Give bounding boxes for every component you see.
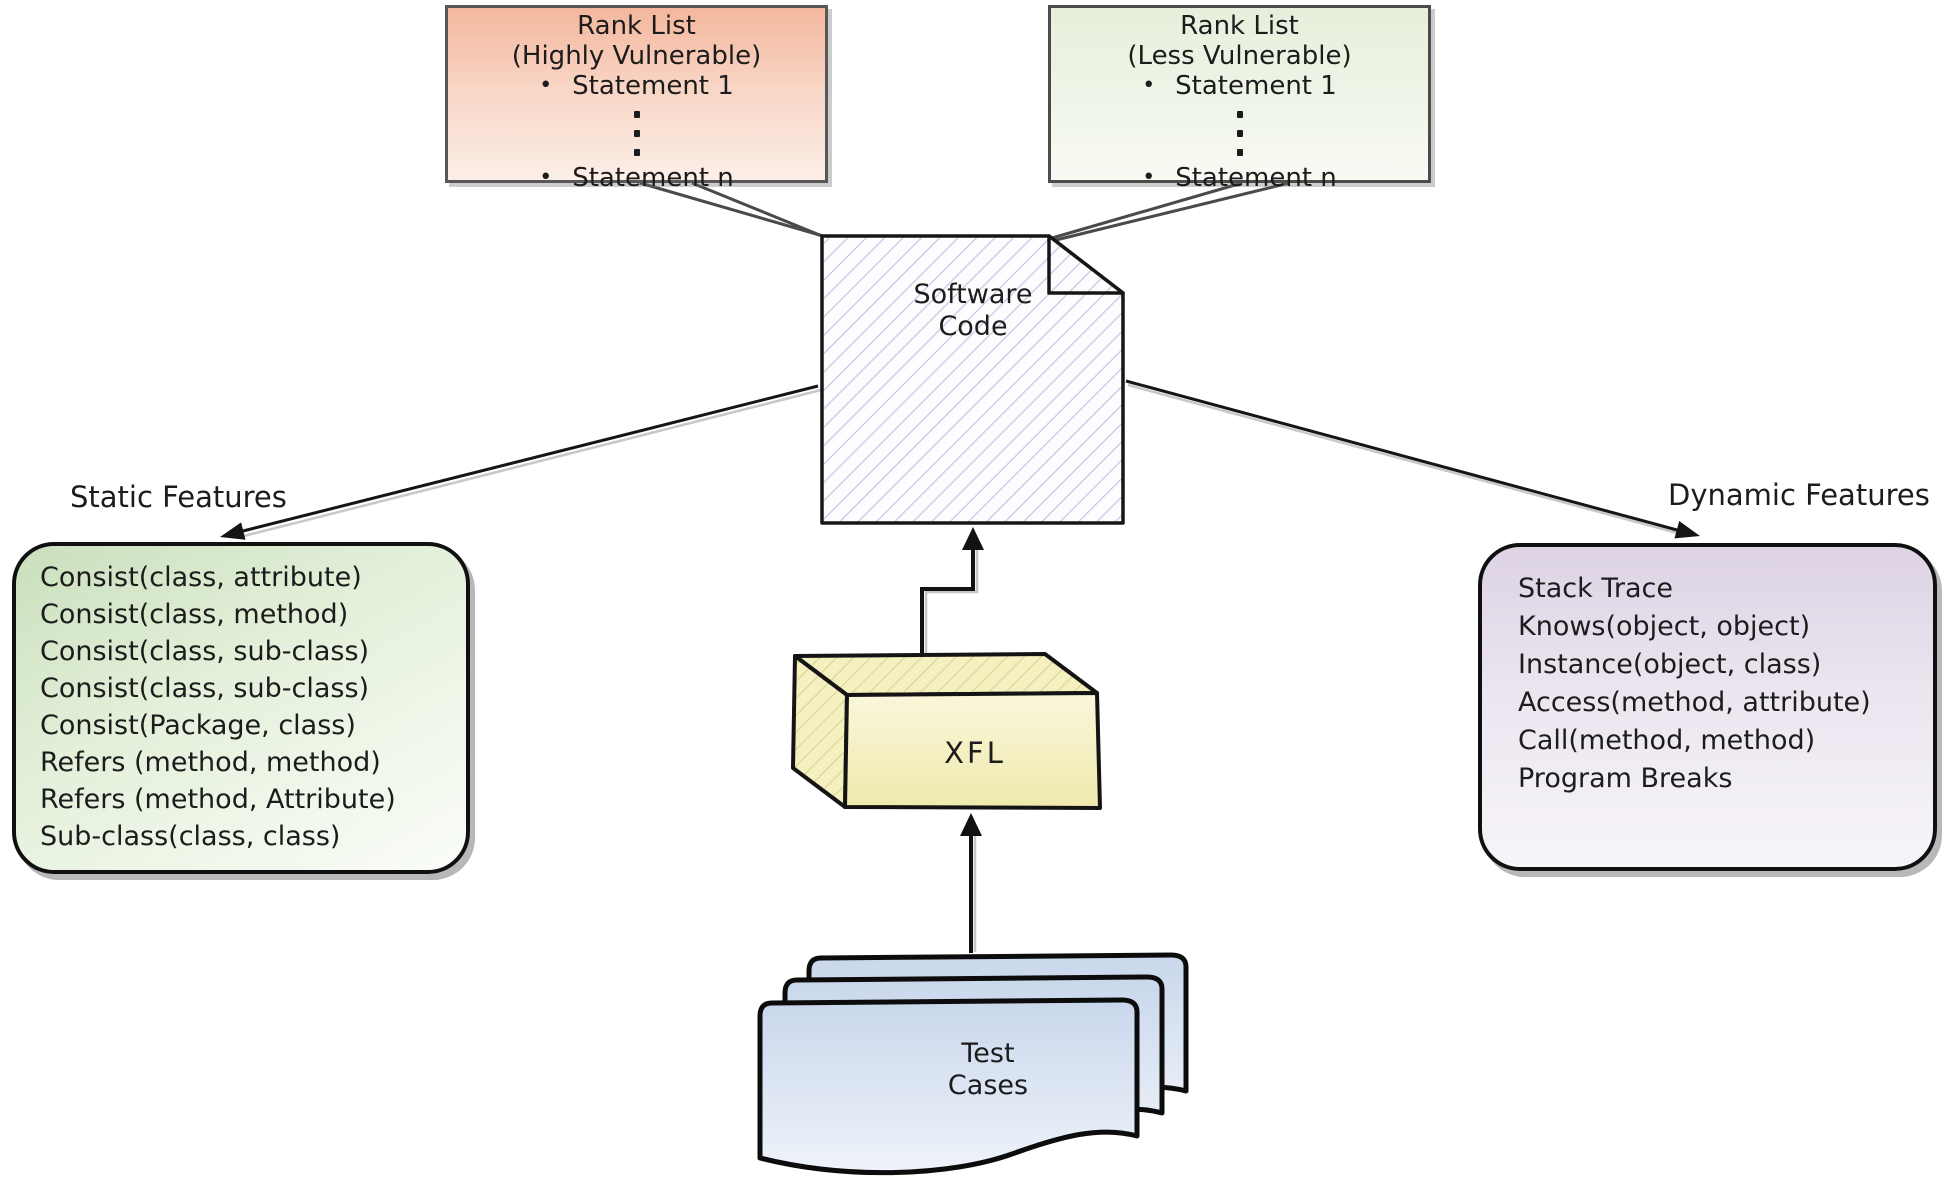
software-code-label: Software Code: [913, 279, 1032, 343]
bullet-icon: •: [1142, 165, 1156, 190]
static-features-box: Consist(class, attribute) Consist(class,…: [12, 542, 470, 874]
rank-high-item-last: • Statement n: [448, 163, 825, 194]
dynamic-feature-item: Stack Trace: [1518, 573, 1673, 604]
static-feature-item: Refers (method, Attribute): [40, 784, 396, 815]
software-code-document-icon: [820, 234, 1125, 525]
bullet-icon: •: [539, 73, 553, 98]
rank-high-item-first-label: Statement 1: [572, 71, 734, 101]
rank-list-highly-vulnerable-box: Rank List (Highly Vulnerable) • Statemen…: [445, 5, 828, 193]
static-feature-item: Consist(class, attribute): [40, 562, 362, 593]
arrow-tests-to-xfl: [960, 813, 982, 953]
static-feature-item: Sub-class(class, class): [40, 821, 341, 852]
test-cases-line2: Cases: [947, 1070, 1029, 1101]
rank-high-title: Rank List: [577, 11, 696, 41]
static-feature-item: Consist(class, method): [40, 599, 349, 630]
xfl-box-icon: [791, 652, 1102, 810]
rank-less-subtitle: (Less Vulnerable): [1127, 41, 1352, 71]
arrow-to-static-features: [220, 384, 822, 540]
test-cases-line1: Test: [961, 1038, 1015, 1069]
dynamic-feature-item: Access(method, attribute): [1518, 687, 1871, 718]
rank-high-callout-lines: [639, 181, 828, 240]
rank-less-item-first-label: Statement 1: [1175, 71, 1337, 101]
dynamic-features-box: Stack Trace Knows(object, object) Instan…: [1478, 543, 1937, 871]
dynamic-feature-item: Call(method, method): [1518, 725, 1816, 756]
rank-less-callout-lines: [1051, 181, 1290, 242]
rank-less-title: Rank List: [1180, 11, 1299, 41]
static-feature-item: Refers (method, method): [40, 747, 381, 778]
rank-high-item-last-label: Statement n: [572, 163, 734, 193]
rank-list-less-vulnerable-box: Rank List (Less Vulnerable) • Statement …: [1048, 5, 1431, 193]
rank-less-item-last-label: Statement n: [1175, 163, 1337, 193]
rank-less-item-last: • Statement n: [1051, 163, 1428, 194]
software-code-line1: Software: [913, 279, 1033, 310]
bullet-icon: •: [1142, 73, 1156, 98]
bullet-icon: •: [539, 165, 553, 190]
dynamic-feature-item: Program Breaks: [1518, 763, 1733, 794]
dynamic-features-label: Dynamic Features: [1668, 478, 1930, 512]
rank-high-subtitle: (Highly Vulnerable): [511, 41, 762, 71]
arrow-xfl-to-code: [920, 527, 984, 658]
dynamic-feature-item: Instance(object, class): [1518, 649, 1822, 680]
software-code-line2: Code: [938, 311, 1008, 342]
dynamic-feature-item: Knows(object, object): [1518, 611, 1811, 642]
vertical-ellipsis-icon: [448, 102, 825, 163]
arrow-to-dynamic-features: [1125, 379, 1700, 539]
test-case-page-front: [757, 997, 1140, 1176]
vertical-ellipsis-icon: [1051, 102, 1428, 163]
test-cases-stack-icon: [757, 952, 1189, 1176]
test-cases-label: Test Cases: [948, 1038, 1028, 1102]
xfl-label: XFL: [944, 736, 1006, 770]
static-feature-item: Consist(class, sub-class): [40, 636, 370, 667]
rank-less-item-first: • Statement 1: [1051, 71, 1428, 102]
rank-high-item-first: • Statement 1: [448, 71, 825, 102]
static-feature-item: Consist(Package, class): [40, 710, 356, 741]
static-features-label: Static Features: [70, 480, 287, 514]
static-feature-item: Consist(class, sub-class): [40, 673, 370, 704]
